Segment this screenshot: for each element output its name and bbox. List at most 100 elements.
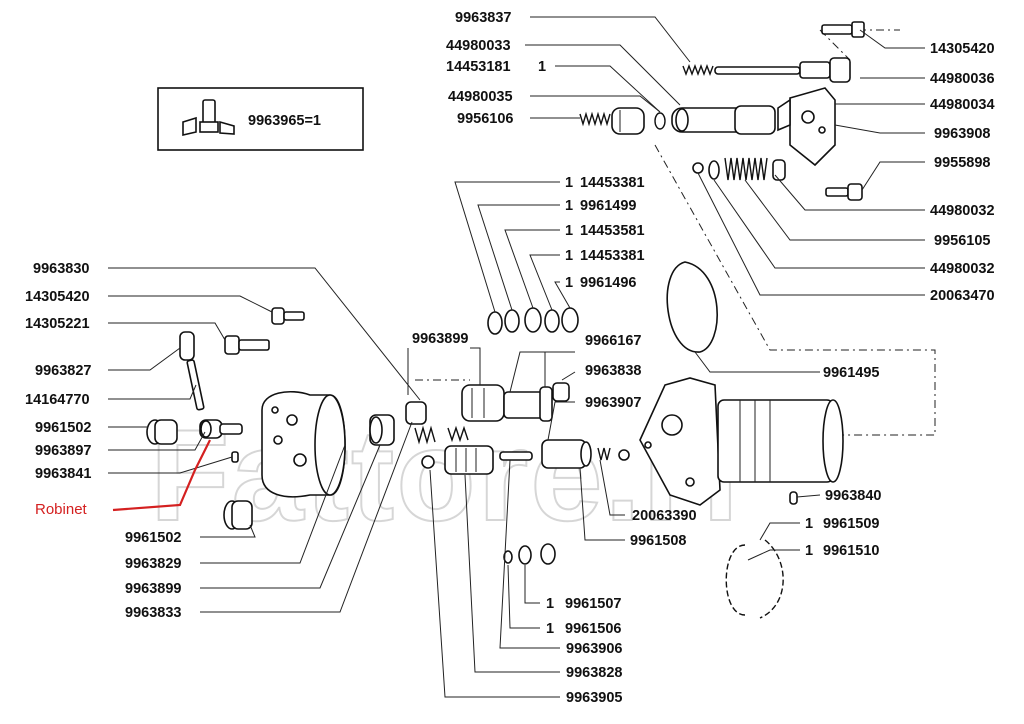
knob-9961502 bbox=[146, 419, 178, 445]
label-44980035: 44980035 bbox=[448, 89, 513, 105]
inset-box: 9963965=1 bbox=[157, 87, 364, 151]
inset-label: 9963965=1 bbox=[248, 113, 321, 129]
bolt-top-right bbox=[821, 21, 865, 38]
robinet-callout-line bbox=[112, 439, 211, 512]
qty-9961509: 1 bbox=[805, 516, 813, 532]
top-assembly bbox=[579, 21, 865, 201]
label-9963838: 9963838 bbox=[585, 363, 641, 379]
qty-14453381-b: 1 bbox=[565, 248, 573, 264]
robinet-label: Robinet bbox=[35, 501, 88, 518]
piston-44980033 bbox=[671, 105, 776, 135]
label-9963905: 9963905 bbox=[566, 690, 622, 706]
rod-14164770 bbox=[186, 359, 205, 411]
label-9963908: 9963908 bbox=[934, 126, 990, 142]
label-9956105: 9956105 bbox=[934, 233, 990, 249]
valve-9956106 bbox=[611, 107, 645, 135]
qty-9961506: 1 bbox=[546, 621, 554, 637]
label-9961509: 9961509 bbox=[823, 516, 879, 532]
label-9961510: 9961510 bbox=[823, 543, 879, 559]
oring-14453181 bbox=[654, 112, 666, 130]
label-14164770: 14164770 bbox=[25, 392, 90, 408]
label-9956106: 9956106 bbox=[457, 111, 513, 127]
qty-9961507: 1 bbox=[546, 596, 554, 612]
label-9961502-a: 9961502 bbox=[35, 420, 91, 436]
label-9963827: 9963827 bbox=[35, 363, 91, 379]
label-9963828: 9963828 bbox=[566, 665, 622, 681]
stopcock-9963897 bbox=[199, 419, 243, 439]
spring-9956105 bbox=[724, 157, 768, 181]
pin-9963906 bbox=[499, 451, 533, 461]
qty-14453181: 1 bbox=[538, 59, 546, 75]
valve-9963907 bbox=[541, 439, 592, 469]
left-assembly bbox=[146, 307, 469, 530]
spring-44980035 bbox=[579, 111, 611, 127]
label-44980032-b: 44980032 bbox=[930, 261, 995, 277]
label-14453381-b: 14453381 bbox=[580, 248, 645, 264]
qty-14453581: 1 bbox=[565, 223, 573, 239]
leader-lines bbox=[108, 16, 925, 698]
sleeve-9963838 bbox=[552, 382, 570, 402]
bolt-14305221 bbox=[224, 335, 270, 355]
label-9963841: 9963841 bbox=[35, 466, 91, 482]
pin-9963827 bbox=[179, 331, 195, 361]
seal-rings bbox=[487, 307, 579, 335]
label-9963906: 9963906 bbox=[566, 641, 622, 657]
label-9961499: 9961499 bbox=[580, 198, 636, 214]
label-9963899-top: 9963899 bbox=[412, 331, 468, 347]
alignment-lines bbox=[415, 29, 936, 436]
ball-20063470 bbox=[692, 162, 704, 174]
qty-9961499: 1 bbox=[565, 198, 573, 214]
label-9963897: 9963897 bbox=[35, 443, 91, 459]
center-valves bbox=[444, 382, 630, 565]
label-14305221: 14305221 bbox=[25, 316, 90, 332]
label-9966167: 9966167 bbox=[585, 333, 641, 349]
label-14453581: 14453581 bbox=[580, 223, 645, 239]
spool-9966167 bbox=[461, 384, 553, 422]
label-9963907: 9963907 bbox=[585, 395, 641, 411]
label-9963829: 9963829 bbox=[125, 556, 181, 572]
label-9961508: 9961508 bbox=[630, 533, 686, 549]
label-9963840: 9963840 bbox=[825, 488, 881, 504]
housing-9963833 bbox=[261, 390, 346, 498]
label-9961507: 9961507 bbox=[565, 596, 621, 612]
bushing-9963829 bbox=[369, 414, 395, 446]
label-14305420-left: 14305420 bbox=[25, 289, 90, 305]
qty-14453381-a: 1 bbox=[565, 175, 573, 191]
label-9955898: 9955898 bbox=[934, 155, 990, 171]
label-44980034: 44980034 bbox=[930, 97, 995, 113]
bolt-9955898 bbox=[825, 183, 863, 201]
label-20063470: 20063470 bbox=[930, 288, 995, 304]
valve-9963828 bbox=[444, 445, 494, 475]
label-9963899-b: 9963899 bbox=[125, 581, 181, 597]
label-9961496: 9961496 bbox=[580, 275, 636, 291]
washer-44980032 bbox=[708, 160, 720, 180]
label-9961506: 9961506 bbox=[565, 621, 621, 637]
label-9961502-b: 9961502 bbox=[125, 530, 181, 546]
qty-9961510: 1 bbox=[805, 543, 813, 559]
label-9961495: 9961495 bbox=[823, 365, 879, 381]
ring-9961495 bbox=[666, 261, 718, 353]
part-labels: 9963837 44980033 14453181 1 44980035 995… bbox=[25, 10, 995, 706]
spring-9963837 bbox=[682, 64, 714, 76]
label-9963833: 9963833 bbox=[125, 605, 181, 621]
label-14453381-a: 14453381 bbox=[580, 175, 645, 191]
label-20063390: 20063390 bbox=[632, 508, 697, 524]
knob-9961502-b bbox=[223, 500, 253, 530]
label-14305420-top: 14305420 bbox=[930, 41, 995, 57]
qty-9961496: 1 bbox=[565, 275, 573, 291]
bolt-left-14305420 bbox=[271, 307, 305, 325]
nut-9963899 bbox=[405, 401, 427, 425]
label-14453181: 14453181 bbox=[446, 59, 511, 75]
label-9963837: 9963837 bbox=[455, 10, 511, 26]
label-44980033: 44980033 bbox=[446, 38, 511, 54]
ball-20063390 bbox=[618, 449, 630, 461]
main-body bbox=[639, 377, 844, 619]
spring-mid bbox=[414, 425, 436, 445]
rod-44980036 bbox=[714, 66, 801, 75]
plate-44980034 bbox=[777, 87, 836, 167]
inset-part-drawing bbox=[182, 99, 235, 137]
label-9963830: 9963830 bbox=[33, 261, 89, 277]
label-44980032-a: 44980032 bbox=[930, 203, 995, 219]
